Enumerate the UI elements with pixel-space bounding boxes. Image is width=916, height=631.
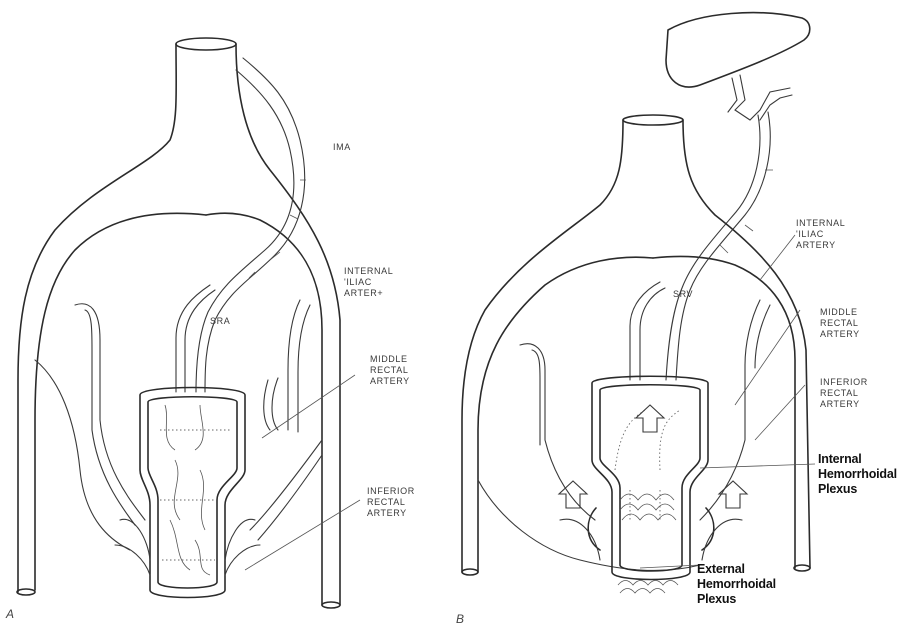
panel-a-drawing (17, 38, 360, 608)
sra-label: SRA (210, 316, 230, 327)
leader-lines-b (640, 235, 815, 568)
panel-letter-a: A (6, 607, 14, 621)
panel-letter-b: B (456, 612, 464, 626)
ima-label: IMA (333, 142, 351, 153)
vena-cava-b (462, 115, 810, 575)
inferior-rectal-label-b: INFERIOR RECTAL ARTERY (820, 377, 868, 410)
up-arrow-icon (719, 481, 747, 508)
middle-rectal-label-a: MIDDLE RECTAL ARTERY (370, 354, 410, 387)
ima-artery (176, 58, 306, 392)
rectum-b (560, 376, 742, 593)
leader-lines-a (245, 375, 360, 570)
liver (666, 13, 810, 120)
middle-rectal-label-b: MIDDLE RECTAL ARTERY (820, 307, 860, 340)
external-plexus-label: External Hemorrhoidal Plexus (697, 562, 776, 607)
up-arrow-icon (636, 405, 664, 432)
internal-plexus-label: Internal Hemorrhoidal Plexus (818, 452, 897, 497)
srv-label: SRV (673, 289, 693, 300)
internal-iliac-label-a: INTERNAL 'ILIAC ARTER+ (344, 266, 393, 299)
internal-iliac-label-b: INTERNAL 'ILIAC ARTERY (796, 218, 845, 251)
panel-b-drawing (462, 13, 815, 593)
inferior-rectal-label-a: INFERIOR RECTAL ARTERY (367, 486, 415, 519)
flow-arrows (559, 405, 747, 508)
